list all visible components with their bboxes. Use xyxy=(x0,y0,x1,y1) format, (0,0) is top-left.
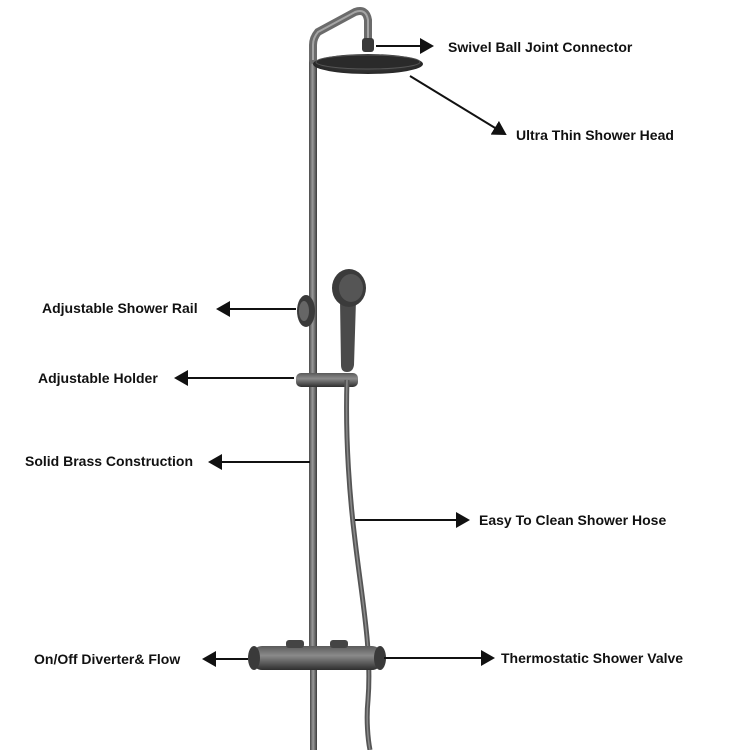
hand-shower-handle xyxy=(340,300,356,372)
valve-connector-left xyxy=(286,640,304,648)
label-solid-brass: Solid Brass Construction xyxy=(25,453,194,469)
label-thermostatic-valve: Thermostatic Shower Valve xyxy=(501,650,684,666)
swivel-joint xyxy=(362,38,374,52)
shower-arm xyxy=(309,7,372,64)
holder-slider xyxy=(296,373,358,387)
label-ultra-thin-head: Ultra Thin Shower Head xyxy=(516,127,674,143)
label-adjustable-holder: Adjustable Holder xyxy=(38,370,158,386)
riser-pipe xyxy=(309,52,317,652)
arrow-head xyxy=(409,75,507,136)
label-swivel-ball-joint: Swivel Ball Joint Connector xyxy=(448,39,633,55)
label-adjustable-rail: Adjustable Shower Rail xyxy=(42,300,198,316)
label-easy-clean-hose: Easy To Clean Shower Hose xyxy=(479,512,667,528)
valve-body xyxy=(252,646,382,670)
valve-connector-right xyxy=(330,640,348,648)
label-diverter-flow: On/Off Diverter& Flow xyxy=(34,651,181,667)
lower-pipe xyxy=(310,660,317,750)
